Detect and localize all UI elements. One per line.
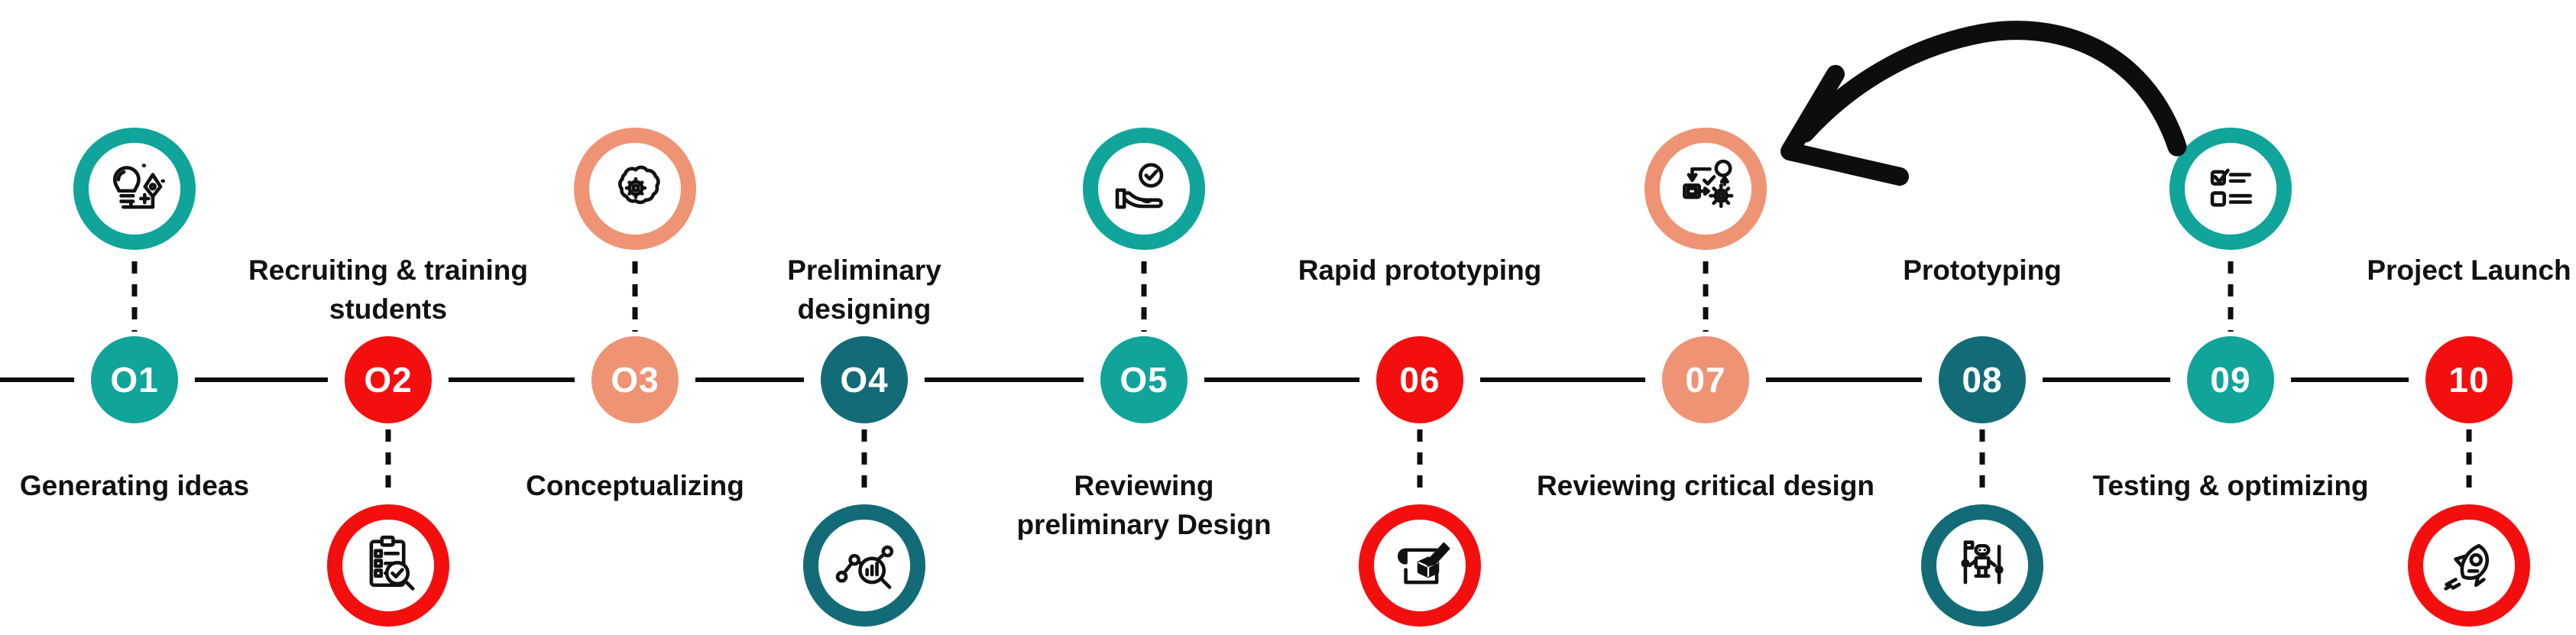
dashed-connector <box>1141 261 1147 332</box>
step-label-line: Rapid prototyping <box>1298 254 1542 286</box>
dashed-connector <box>385 429 391 498</box>
step-label-line: designing <box>797 293 932 325</box>
step-label: Recruiting & training students <box>248 251 528 329</box>
step-column-4: O4 Preliminary designing <box>734 0 994 635</box>
step-label: Conceptualizing <box>526 466 744 505</box>
rocket-icon <box>2444 543 2489 591</box>
step-number: 08 <box>1962 360 2003 400</box>
step-icon-circle <box>1921 504 2043 627</box>
step-label-line: Generating ideas <box>19 470 250 501</box>
step-number: O2 <box>364 360 413 400</box>
step-number-badge: O3 <box>591 336 679 423</box>
step-label: Reviewing critical design <box>1537 466 1874 505</box>
data-analysis-icon <box>835 545 894 589</box>
step-label-line: students <box>329 293 448 325</box>
blueprint-cube-pencil-icon <box>1398 542 1450 585</box>
step-label-line: Recruiting & training <box>248 254 528 286</box>
checklist-magnifier-icon <box>369 535 415 591</box>
dashed-connector <box>632 261 638 332</box>
step-number: 07 <box>1685 360 1726 400</box>
step-number: O4 <box>840 360 889 400</box>
step-label-line: Testing & optimizing <box>2092 470 2369 501</box>
step-label-line: preliminary Design <box>1016 509 1272 540</box>
step-number: 09 <box>2210 360 2251 400</box>
step-icon-circle <box>1083 128 1205 250</box>
step-label: Preliminary designing <box>787 251 941 329</box>
timeline-axis-line <box>0 377 2469 382</box>
step-number-badge: 06 <box>1376 336 1463 423</box>
step-number: O1 <box>110 360 159 400</box>
step-number: 10 <box>2448 360 2490 400</box>
step-number: O3 <box>611 360 659 400</box>
dashed-connector <box>1417 429 1423 498</box>
step-icon-circle <box>803 504 925 627</box>
step-label: Rapid prototyping <box>1298 251 1542 290</box>
step-label: Reviewing preliminary Design <box>1016 466 1271 544</box>
step-icon-circle <box>327 504 449 627</box>
step-label: Prototyping <box>1903 251 2062 290</box>
step-number-badge: 09 <box>2187 336 2274 423</box>
step-label: Testing & optimizing <box>2092 466 2368 505</box>
step-number-badge: O1 <box>91 336 178 423</box>
hand-check-icon <box>1115 163 1164 209</box>
step-number-badge: 07 <box>1662 336 1749 423</box>
step-column-2: O2 Recruiting & training students <box>248 0 528 635</box>
step-label: Project Launch <box>2367 251 2571 290</box>
step-column-10: 10 Project Launch <box>2339 0 2576 635</box>
step-icon-circle <box>1359 504 1481 627</box>
step-label-line: Preliminary <box>787 254 941 286</box>
step-number-badge: O5 <box>1100 336 1188 423</box>
step-number: O5 <box>1120 360 1168 400</box>
robot-icon <box>1961 540 2004 585</box>
step-label-line: Prototyping <box>1903 254 2062 286</box>
step-icon-circle <box>2169 128 2292 250</box>
step-column-6: 06 Rapid prototyping <box>1290 0 1550 635</box>
step-icon-circle <box>73 128 196 250</box>
step-label-line: Reviewing <box>1074 470 1214 501</box>
step-number-badge: O4 <box>821 336 908 423</box>
dashed-connector <box>2466 429 2472 498</box>
step-number: 06 <box>1399 360 1440 400</box>
step-label-line: Project Launch <box>2367 254 2571 286</box>
brain-gear-icon <box>618 165 660 205</box>
step-label-line: Conceptualizing <box>526 470 744 501</box>
dashed-connector <box>1979 429 1985 498</box>
dashed-connector <box>861 429 867 498</box>
step-icon-circle <box>574 128 696 250</box>
dashed-connector <box>131 261 138 332</box>
step-column-8: 08 Prototyping <box>1852 0 2112 635</box>
step-number-badge: 08 <box>1939 336 2026 423</box>
step-label-line: Reviewing critical design <box>1536 470 1875 501</box>
idea-lightbulb-pen-icon <box>112 164 166 209</box>
dashed-connector <box>2228 261 2234 332</box>
step-label: Generating ideas <box>20 466 249 505</box>
step-icon-circle <box>1644 128 1767 250</box>
step-number-badge: O2 <box>345 336 432 423</box>
step-icon-circle <box>2408 504 2530 627</box>
task-list-icon <box>2210 168 2253 207</box>
process-flow-gear-icon <box>1683 159 1734 209</box>
step-number-badge: 10 <box>2425 336 2513 423</box>
dashed-connector <box>1703 261 1709 332</box>
